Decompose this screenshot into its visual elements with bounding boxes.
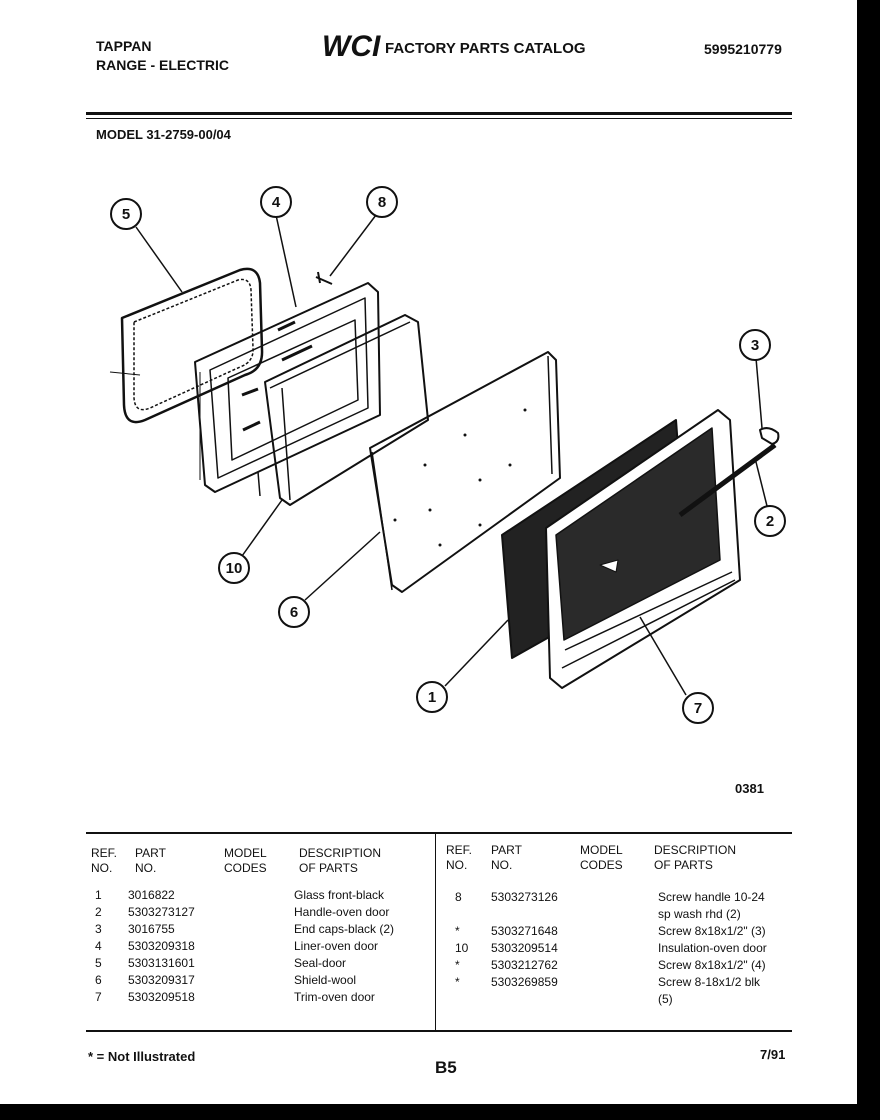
desc-cell: Screw 8x18x1/2" (4) (658, 958, 766, 972)
callout-8: 8 (366, 186, 398, 218)
part-cell: 5303273127 (128, 905, 195, 919)
desc-cell: End caps-black (2) (294, 922, 395, 936)
desc-cell: Handle-oven door (294, 905, 390, 919)
ref-cell: 6 (95, 973, 102, 987)
insulation-oven-door-part (257, 314, 429, 506)
desc-cell: Screw 8x18x1/2" (3) (658, 924, 766, 938)
callout-10: 10 (218, 552, 250, 584)
desc-cell: Insulation-oven door (658, 941, 767, 955)
table-bottom-rule (86, 1030, 792, 1032)
header-rule-thick (86, 112, 792, 115)
model-number: MODEL 31-2759-00/04 (96, 127, 231, 142)
svg-text:7: 7 (694, 700, 702, 717)
part-cell: 3016755 (128, 922, 175, 936)
svg-text:3: 3 (751, 337, 759, 354)
part-cell: 5303209318 (128, 939, 195, 953)
ref-cell: 5 (95, 956, 102, 970)
document-number: 5995210779 (704, 41, 782, 57)
ref-cell: * (455, 924, 460, 938)
header-rule-thin (86, 118, 792, 119)
svg-text:10: 10 (226, 560, 243, 577)
parts-catalog-page: TAPPAN RANGE - ELECTRIC WCI FACTORY PART… (0, 0, 857, 1104)
part-cell: 5303209317 (128, 973, 195, 987)
part-cell: 5303269859 (491, 975, 558, 989)
not-illustrated-note: * = Not Illustrated (88, 1049, 196, 1064)
ref-cell: 4 (95, 939, 102, 953)
desc-cell: Liner-oven door (294, 939, 379, 953)
product-category: RANGE - ELECTRIC (96, 57, 229, 73)
desc-cell: Glass front-black (294, 888, 385, 902)
callout-4: 4 (260, 186, 292, 218)
liner-oven-door-part (194, 282, 381, 493)
ref-cell: * (455, 975, 460, 989)
seal-door-part (109, 267, 264, 424)
part-cell: 5303212762 (491, 958, 558, 972)
trim-oven-door-part (545, 409, 741, 689)
callout-7: 7 (682, 692, 714, 724)
svg-text:8: 8 (378, 194, 386, 211)
desc-cell: Trim-oven door (294, 990, 375, 1004)
ref-no-header: REF.NO. (91, 846, 118, 875)
desc-cell: Seal-door (294, 956, 347, 970)
catalog-title: FACTORY PARTS CATALOG (385, 40, 586, 57)
screw-handle-part (315, 271, 333, 285)
callout-1: 1 (416, 681, 448, 713)
brand-name: TAPPAN (96, 38, 152, 54)
part-cell: 5303271648 (491, 924, 558, 938)
svg-text:1: 1 (428, 689, 436, 706)
revision-date: 7/91 (760, 1047, 786, 1062)
svg-text:4: 4 (272, 194, 281, 211)
desc-cell: sp wash rhd (2) (658, 907, 741, 921)
shield-wool-part (369, 351, 561, 593)
callout-6: 6 (278, 596, 310, 628)
part-cell: 5303131601 (128, 956, 195, 970)
table-column-divider (435, 834, 436, 1030)
ref-cell: 2 (95, 905, 102, 919)
ref-cell: * (455, 958, 460, 972)
table-top-rule (86, 832, 792, 834)
ref-cell: 3 (95, 922, 102, 936)
wci-logo: WCI (320, 30, 382, 63)
desc-cell: (5) (658, 992, 673, 1006)
desc-cell: Screw handle 10-24 (658, 890, 765, 904)
figure-code: 0381 (735, 781, 764, 796)
desc-cell: Screw 8-18x1/2 blk (658, 975, 761, 989)
svg-text:5: 5 (122, 206, 130, 223)
page-code: B5 (435, 1058, 457, 1077)
ref-cell: 8 (455, 890, 462, 904)
part-cell: 5303273126 (491, 890, 558, 904)
callout-5: 5 (110, 198, 142, 230)
callout-3: 3 (739, 329, 771, 361)
end-caps-part (759, 427, 780, 445)
exploded-door-diagram: 5 4 8 3 2 10 6 1 7 (109, 186, 786, 724)
desc-cell: Shield-wool (294, 973, 357, 987)
ref-no-header-right: REF.NO. (446, 843, 473, 872)
part-cell: 5303209518 (128, 990, 195, 1004)
callout-2: 2 (754, 505, 786, 537)
handle-oven-door-part (678, 442, 777, 518)
wci-logo-text: WCI (322, 30, 381, 62)
ref-cell: 1 (95, 888, 102, 902)
part-cell: 5303209514 (491, 941, 558, 955)
part-cell: 3016822 (128, 888, 175, 902)
ref-cell: 10 (455, 941, 469, 955)
svg-text:2: 2 (766, 513, 774, 530)
ref-cell: 7 (95, 990, 102, 1004)
svg-text:6: 6 (290, 604, 298, 621)
